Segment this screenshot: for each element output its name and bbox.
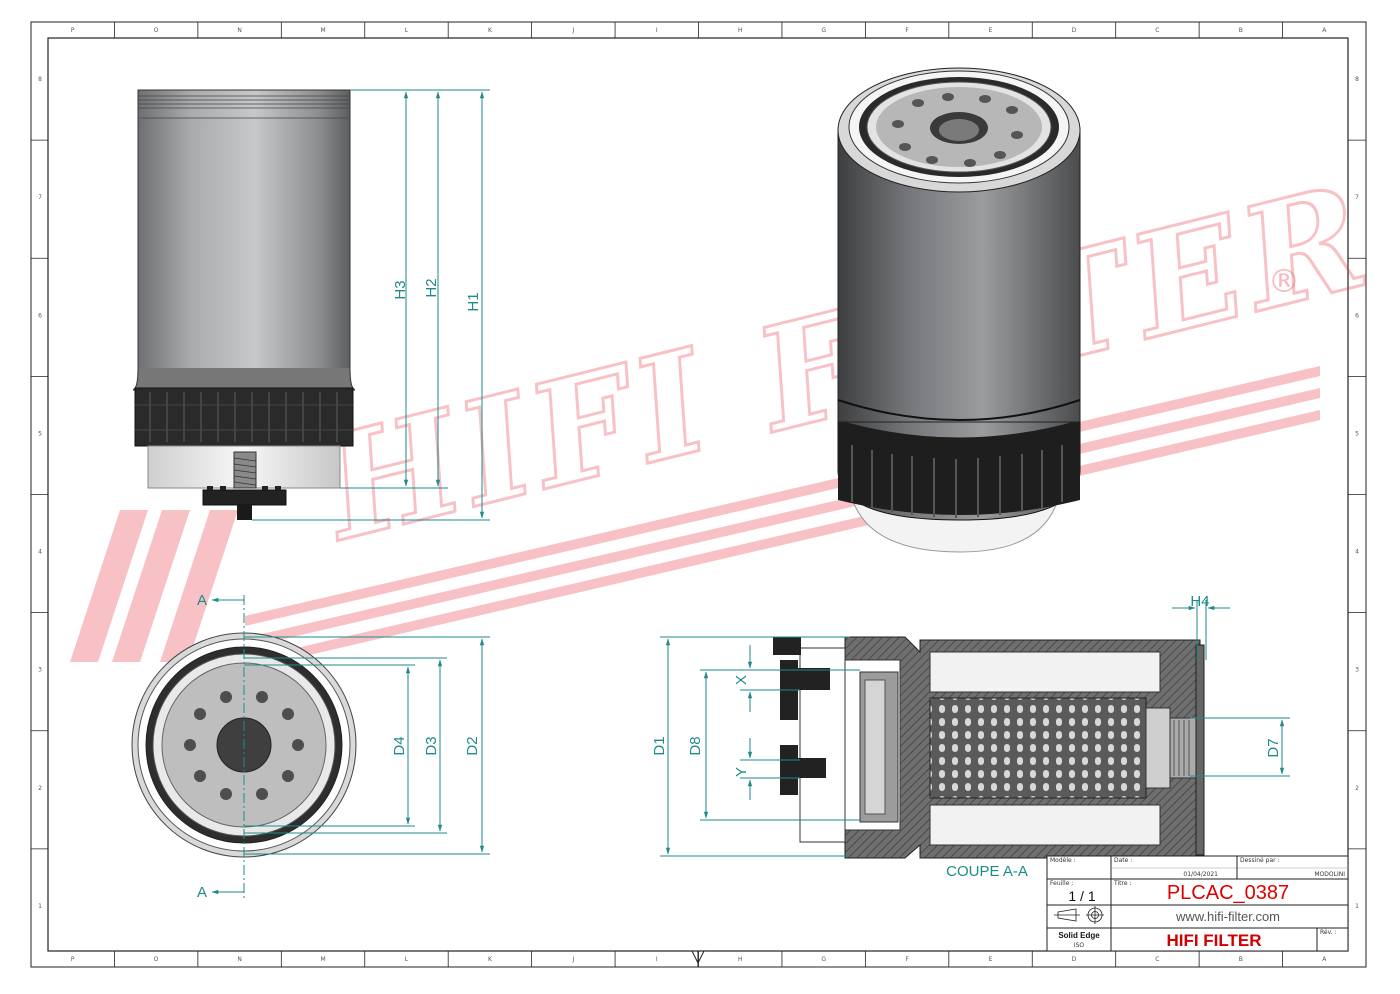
frame-column-label: E — [989, 956, 993, 963]
frame-grid-labels: P P O O N N M M L L K K J J I I H H G G F F E E D D C C B B A A 8 8 7 7 6 6 5 5… — [38, 27, 1359, 963]
watermark-registered: ® — [1268, 262, 1300, 300]
sheet-label: Feuille : — [1050, 880, 1073, 887]
side-view: H3 H2 H1 — [132, 89, 490, 521]
frame-column-label: M — [320, 956, 325, 963]
frame-column-label: G — [821, 27, 826, 34]
frame-row-label: 6 — [1355, 312, 1359, 319]
sheet-value: 1 / 1 — [1068, 888, 1095, 904]
frame-row-label: 8 — [38, 76, 42, 83]
frame-column-label: J — [571, 956, 574, 963]
frame-row-label: 5 — [1355, 430, 1359, 437]
frame-column-label: C — [1155, 956, 1159, 963]
cad-standard: ISO — [1074, 942, 1085, 949]
dim-d4: D4 — [391, 736, 408, 755]
frame-row-label: 7 — [38, 194, 42, 201]
model-label: Modèle : — [1050, 857, 1076, 864]
frame-column-label: C — [1155, 27, 1159, 34]
frame-column-label: D — [1072, 27, 1077, 34]
dim-h4: H4 — [1190, 593, 1209, 610]
frame-column-label: J — [571, 27, 574, 34]
drain-collar — [134, 387, 354, 447]
dim-d1: D1 — [651, 736, 668, 755]
frame-column-label: H — [738, 956, 743, 963]
dim-d3: D3 — [423, 736, 440, 755]
section-caption: COUPE A-A — [946, 863, 1028, 880]
frame-row-label: 4 — [1355, 549, 1359, 556]
dim-d8: D8 — [687, 736, 704, 755]
website: www.hifi-filter.com — [1175, 909, 1280, 924]
revision-label: Rév. : — [1320, 929, 1337, 936]
frame-column-label: I — [656, 956, 658, 963]
frame-row-label: 2 — [1355, 785, 1359, 792]
dim-x: X — [733, 675, 750, 685]
frame-row-label: 4 — [38, 549, 42, 556]
frame-column-label: A — [1322, 27, 1327, 34]
projection-symbol-icon — [1054, 906, 1104, 924]
frame-column-label: F — [905, 956, 909, 963]
frame-column-label: K — [488, 956, 493, 963]
section-view: D1 D8 X Y D7 H4 COUPE A-A — [651, 593, 1290, 880]
dim-d2: D2 — [464, 736, 481, 755]
dim-y: Y — [733, 767, 750, 777]
frame-column-label: P — [71, 956, 75, 963]
frame-row-label: 1 — [1355, 903, 1359, 910]
frame-column-label: L — [405, 27, 409, 34]
date-label: Date : — [1114, 857, 1132, 864]
drawing-frame: P P O O N N M M L L K K J J I I H H G G F F E E D D C C B B A A 8 8 7 7 6 6 5 5… — [30, 21, 1367, 968]
isometric-view — [837, 67, 1081, 553]
date-value: 01/04/2021 — [1183, 871, 1218, 878]
dim-h3: H3 — [392, 280, 409, 299]
dim-d7: D7 — [1265, 738, 1282, 757]
frame-column-label: O — [154, 956, 159, 963]
frame-row-label: 2 — [38, 785, 42, 792]
frame-column-label: L — [405, 956, 409, 963]
frame-column-label: G — [821, 956, 826, 963]
frame-column-label: A — [1322, 956, 1327, 963]
frame-column-label: B — [1239, 956, 1243, 963]
part-number: PLCAC_0387 — [1167, 882, 1289, 904]
frame-column-label: B — [1239, 27, 1243, 34]
can-body — [137, 89, 351, 391]
section-mark-top: A — [197, 592, 207, 609]
frame-column-label: I — [656, 27, 658, 34]
frame-row-label: 5 — [38, 430, 42, 437]
frame-column-label: F — [905, 27, 909, 34]
frame-row-label: 3 — [38, 667, 42, 674]
frame-column-label: E — [989, 27, 993, 34]
section-mark-bottom: A — [197, 884, 207, 901]
frame-column-label: D — [1072, 956, 1077, 963]
frame-column-label: P — [71, 27, 75, 34]
frame-row-label: 3 — [1355, 667, 1359, 674]
top-view: A A D4 D3 D2 — [131, 592, 490, 901]
title-block: Modèle : Date : Dessiné par : 01/04/2021… — [1046, 855, 1349, 952]
frame-row-label: 6 — [38, 312, 42, 319]
title-label: Titre : — [1113, 880, 1131, 887]
frame-column-label: O — [154, 27, 159, 34]
drawn-by-value: MODOLINI — [1314, 871, 1345, 878]
frame-grid-ticks — [31, 22, 1366, 967]
frame-column-label: H — [738, 27, 743, 34]
frame-column-label: N — [237, 27, 242, 34]
frame-column-label: M — [320, 27, 325, 34]
frame-row-label: 7 — [1355, 194, 1359, 201]
frame-column-label: K — [488, 27, 493, 34]
brand-name: HIFI FILTER — [1166, 931, 1261, 950]
frame-row-label: 1 — [38, 903, 42, 910]
drawn-label: Dessiné par : — [1240, 857, 1280, 864]
cad-name: Solid Edge — [1058, 931, 1100, 940]
dim-h1: H1 — [465, 292, 482, 311]
frame-column-label: N — [237, 956, 242, 963]
frame-row-label: 8 — [1355, 76, 1359, 83]
dim-h2: H2 — [423, 278, 440, 297]
